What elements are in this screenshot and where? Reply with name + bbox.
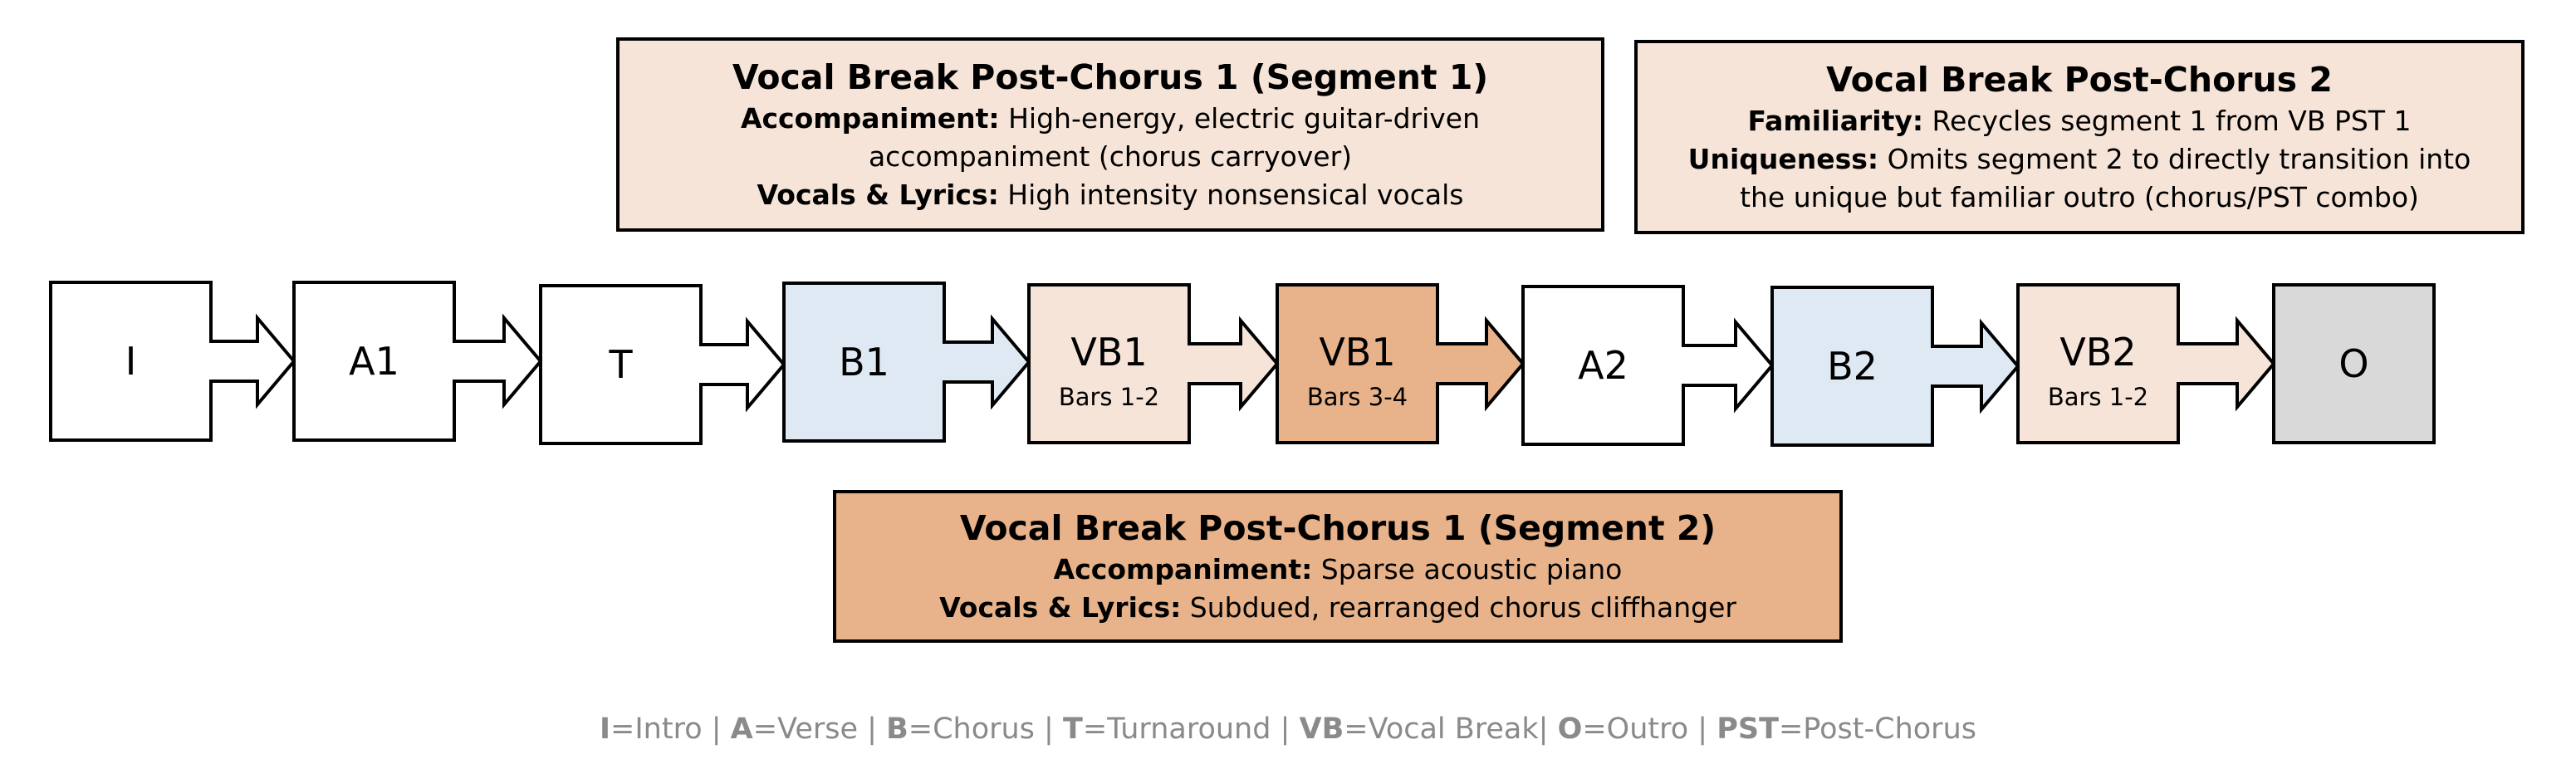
callout-line: Vocals & Lyrics: High intensity nonsensi… [757, 179, 1464, 211]
abbreviation-legend: I=Intro | A=Verse | B=Chorus | T=Turnaro… [0, 713, 2576, 746]
flow-node-chorus-2: B2 [1770, 286, 2020, 447]
callout-line: Uniqueness: Omits segment 2 to directly … [1687, 143, 2471, 175]
node-arrow-shape [292, 281, 543, 442]
node-arrow-shape [1770, 286, 2020, 447]
node-sublabel: Bars 3-4 [1307, 383, 1408, 411]
legend-item: A=Verse | [730, 713, 887, 746]
node-arrow-shape [49, 281, 296, 442]
node-sublabel: Bars 1-2 [1059, 383, 1159, 411]
legend-item: T=Turnaround | [1062, 713, 1300, 746]
node-label: A2 [1578, 343, 1628, 388]
callout-line: Accompaniment: High-energy, electric gui… [740, 102, 1481, 135]
callout-line: the unique but familiar outro (chorus/PS… [1740, 181, 2419, 213]
node-label: B2 [1827, 344, 1878, 389]
callout-line: Familiarity: Recycles segment 1 from VB … [1747, 105, 2412, 137]
callout-title: Vocal Break Post-Chorus 1 (Segment 1) [732, 57, 1489, 97]
flow-node-intro: I [49, 281, 296, 442]
legend-item: B=Chorus | [886, 713, 1063, 746]
node-label: I [125, 339, 137, 384]
flow-node-verse-2: A2 [1521, 285, 1775, 446]
node-label: B1 [839, 340, 889, 384]
legend-item: VB=Vocal Break| [1299, 713, 1558, 746]
node-arrow-shape [1276, 283, 1526, 444]
node-box-shape [2272, 283, 2436, 444]
node-arrow-shape [1027, 283, 1280, 444]
callout-vb1-segment2: Vocal Break Post-Chorus 1 (Segment 2) Ac… [833, 490, 1843, 643]
flow-node-outro: O [2272, 283, 2436, 444]
callout-vb2: Vocal Break Post-Chorus 2 Familiarity: R… [1634, 40, 2525, 234]
node-sublabel: Bars 1-2 [2048, 383, 2148, 411]
callout-line: Accompaniment: Sparse acoustic piano [1053, 553, 1623, 585]
legend-item: PST=Post-Chorus [1717, 713, 1976, 746]
node-label: VB1 [1319, 330, 1395, 375]
node-arrow-shape [782, 282, 1031, 443]
node-arrow-shape [2016, 283, 2276, 444]
node-label: O [2338, 341, 2368, 386]
node-label: VB1 [1070, 330, 1147, 375]
node-arrow-shape [539, 284, 786, 445]
flow-node-turnaround: T [539, 284, 786, 445]
flow-node-chorus-1: B1 [782, 282, 1031, 443]
node-arrow-shape [1521, 285, 1775, 446]
legend-item: I=Intro | [600, 713, 731, 746]
callout-title: Vocal Break Post-Chorus 2 [1826, 60, 2333, 100]
node-label: VB2 [2059, 330, 2136, 375]
flow-node-verse-1: A1 [292, 281, 543, 442]
callout-line: Vocals & Lyrics: Subdued, rearranged cho… [939, 591, 1736, 624]
node-label: T [608, 342, 633, 387]
legend-item: O=Outro | [1557, 713, 1717, 746]
node-label: A1 [349, 339, 399, 384]
callout-line: accompaniment (chorus carryover) [868, 140, 1353, 173]
callout-vb1-segment1: Vocal Break Post-Chorus 1 (Segment 1) Ac… [616, 37, 1604, 232]
callout-title: Vocal Break Post-Chorus 1 (Segment 2) [959, 508, 1717, 548]
